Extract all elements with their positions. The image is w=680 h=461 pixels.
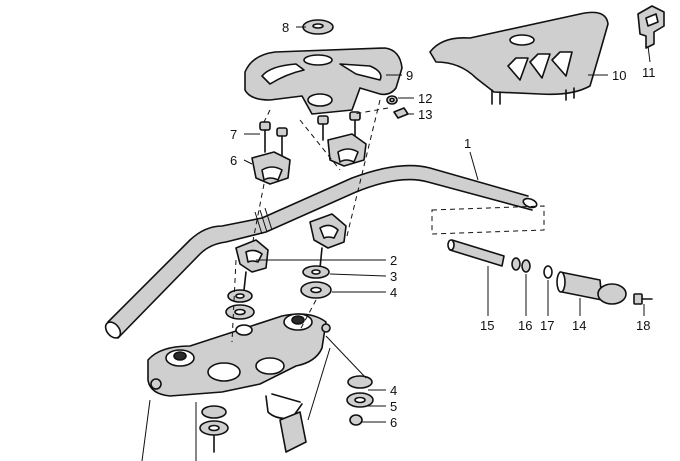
callout-1: 1 [464,136,471,151]
callout-6: 6 [390,415,397,430]
rubber-mounts [225,265,332,320]
callout-13: 12 [418,91,432,106]
callout-8: 7 [230,127,237,142]
callout-5: 5 [390,399,397,414]
bar-end-washers [511,257,553,279]
callout-15: 14 [572,318,586,333]
callout-14: 13 [418,107,432,122]
lower-clamps [235,213,347,291]
callout-4-lower: 4 [390,383,397,398]
clip [637,5,665,49]
assembly-lines [231,99,545,343]
callout-12: 11 [642,65,656,80]
screw-14 [393,107,409,119]
cover-cap [302,19,334,35]
callout-11: 10 [612,68,626,83]
callout-4-upper: 4 [390,285,397,300]
leader-lines [141,26,651,461]
callout-3: 3 [390,269,397,284]
upper-clamps [251,133,367,185]
bar-end-rod [447,239,505,267]
bar-end-screw [633,293,653,305]
lower-mount-right [346,375,374,426]
callout-10: 9 [406,68,413,83]
callout-17: 16 [518,318,532,333]
handlebar-cover [244,47,403,115]
callout-18: 17 [540,318,554,333]
callout-labels: 8 9 10 11 12 13 7 6 1 2 3 4 15 16 17 14 … [230,20,656,430]
callout-2: 2 [390,253,397,268]
callout-16: 15 [480,318,494,333]
screws-8 [259,111,361,159]
fork-bridge [147,313,331,453]
handlebar [104,164,538,339]
callout-9: 8 [282,20,289,35]
alternate-cover [429,11,609,105]
callout-7: 6 [230,153,237,168]
lower-mount-left [199,405,229,453]
washer-13 [386,95,398,105]
bar-end-weight [556,271,627,305]
callout-19: 18 [636,318,650,333]
